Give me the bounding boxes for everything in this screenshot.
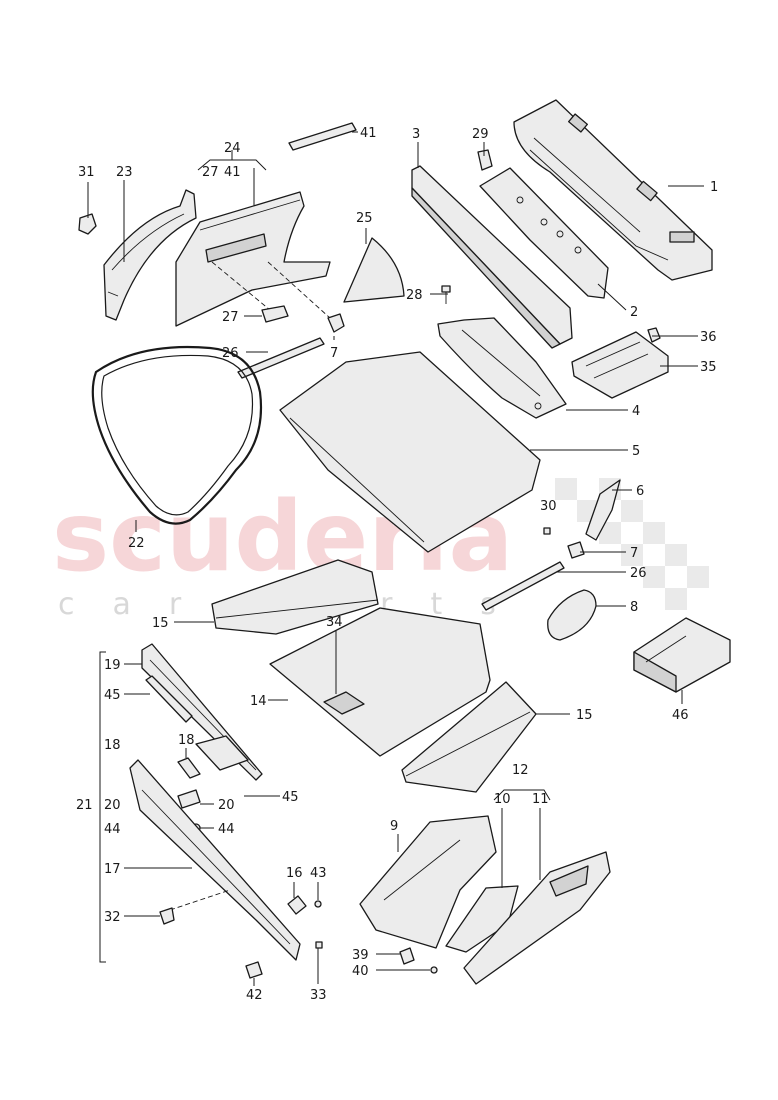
callout-15-lower: 15 bbox=[576, 708, 593, 723]
part-screw-33 bbox=[315, 941, 323, 949]
callout-34: 34 bbox=[326, 615, 343, 630]
part-panel-3 bbox=[411, 165, 573, 349]
callout-10: 10 bbox=[494, 792, 511, 807]
callout-40: 40 bbox=[352, 964, 369, 979]
callout-2: 2 bbox=[630, 305, 638, 320]
callout-20-left: 20 bbox=[104, 798, 121, 813]
part-strip-26b bbox=[481, 561, 565, 611]
part-clip-36 bbox=[647, 327, 661, 343]
part-clip-29 bbox=[477, 149, 493, 171]
part-floor-panel-14 bbox=[269, 607, 491, 757]
callout-18-left: 18 bbox=[104, 738, 121, 753]
callout-14: 14 bbox=[250, 694, 267, 709]
callout-19: 19 bbox=[104, 658, 121, 673]
part-pad-8 bbox=[547, 589, 597, 641]
part-wedge-25 bbox=[343, 237, 405, 303]
callout-5: 5 bbox=[632, 444, 640, 459]
callout-17: 17 bbox=[104, 862, 121, 877]
part-strip-26a bbox=[237, 337, 325, 379]
callout-41-group: 41 bbox=[224, 165, 241, 180]
part-trim-2 bbox=[479, 167, 609, 299]
callout-3: 3 bbox=[412, 127, 420, 142]
callout-32: 32 bbox=[104, 910, 121, 925]
leader-lines bbox=[87, 142, 704, 986]
part-clip-16 bbox=[287, 895, 307, 915]
part-clip-39 bbox=[399, 947, 415, 965]
part-pad-45a bbox=[145, 675, 193, 723]
callout-27-group: 27 bbox=[202, 165, 219, 180]
part-clip-nut-42 bbox=[245, 961, 263, 979]
callout-29: 29 bbox=[472, 127, 489, 142]
callout-15-upper: 15 bbox=[152, 616, 169, 631]
callout-12: 12 bbox=[512, 763, 529, 778]
part-floor-covering-5 bbox=[279, 351, 541, 553]
callout-26-lower: 26 bbox=[630, 566, 647, 581]
callout-25: 25 bbox=[356, 211, 373, 226]
part-screw-28 bbox=[441, 285, 451, 304]
part-plate-35 bbox=[571, 331, 669, 399]
callout-28: 28 bbox=[406, 288, 423, 303]
part-side-trim-9 bbox=[359, 815, 497, 949]
callout-24: 24 bbox=[224, 141, 241, 156]
callout-45: 45 bbox=[282, 790, 299, 805]
callout-27: 27 bbox=[222, 310, 239, 325]
callout-45-left: 45 bbox=[104, 688, 121, 703]
callout-42: 42 bbox=[246, 988, 263, 1003]
part-screw-40 bbox=[430, 966, 438, 974]
callout-4: 4 bbox=[632, 404, 640, 419]
callout-11: 11 bbox=[532, 792, 549, 807]
callout-46: 46 bbox=[672, 708, 689, 723]
part-trim-panel-24 bbox=[175, 191, 331, 327]
part-cover-cap-7b bbox=[567, 541, 585, 559]
part-screw-30 bbox=[543, 527, 551, 535]
part-retainer-20 bbox=[177, 789, 201, 809]
callout-6: 6 bbox=[636, 484, 644, 499]
callout-20: 20 bbox=[218, 798, 235, 813]
checkered-flag-icon bbox=[555, 478, 709, 610]
part-foam-10 bbox=[445, 885, 519, 953]
part-cover-1 bbox=[513, 99, 713, 281]
callout-39: 39 bbox=[352, 948, 369, 963]
callout-18: 18 bbox=[178, 733, 195, 748]
callout-22: 22 bbox=[128, 536, 145, 551]
callout-44-left: 44 bbox=[104, 822, 121, 837]
part-trim-strip-6 bbox=[585, 479, 621, 541]
callout-8: 8 bbox=[630, 600, 638, 615]
part-cap-27 bbox=[261, 305, 289, 323]
callout-36: 36 bbox=[700, 330, 717, 345]
part-bracket-4 bbox=[437, 317, 567, 419]
part-cover-cap-7a bbox=[327, 313, 345, 333]
callout-30: 30 bbox=[540, 499, 557, 514]
part-clip-31 bbox=[78, 213, 97, 235]
callout-1: 1 bbox=[710, 180, 718, 195]
callout-21: 21 bbox=[76, 798, 93, 813]
part-box-46 bbox=[633, 617, 731, 693]
callout-43: 43 bbox=[310, 866, 327, 881]
part-pad-45b bbox=[195, 735, 249, 771]
callout-26-upper: 26 bbox=[222, 346, 239, 361]
part-screw-43 bbox=[314, 900, 322, 908]
callout-7-upper: 7 bbox=[330, 346, 338, 361]
callout-16: 16 bbox=[286, 866, 303, 881]
part-side-cover-15a bbox=[211, 559, 379, 635]
part-strip-41 bbox=[288, 122, 358, 151]
part-pillar-trim-23 bbox=[103, 189, 197, 321]
part-side-panel-11 bbox=[463, 851, 611, 985]
part-side-cover-15b bbox=[401, 681, 537, 793]
callout-9: 9 bbox=[390, 819, 398, 834]
part-rear-panel-trim-17 bbox=[129, 759, 301, 961]
callout-23: 23 bbox=[116, 165, 133, 180]
callout-44: 44 bbox=[218, 822, 235, 837]
callout-41: 41 bbox=[360, 126, 377, 141]
callout-35: 35 bbox=[700, 360, 717, 375]
part-clip-32 bbox=[159, 907, 175, 925]
part-grommet-18 bbox=[177, 757, 201, 779]
callout-33: 33 bbox=[310, 988, 327, 1003]
callout-7-lower: 7 bbox=[630, 546, 638, 561]
callout-31: 31 bbox=[78, 165, 95, 180]
callout-labels: 1 2 3 4 5 6 7 7 8 9 10 11 12 14 15 15 16… bbox=[76, 126, 718, 1003]
part-seal-22 bbox=[91, 345, 263, 525]
